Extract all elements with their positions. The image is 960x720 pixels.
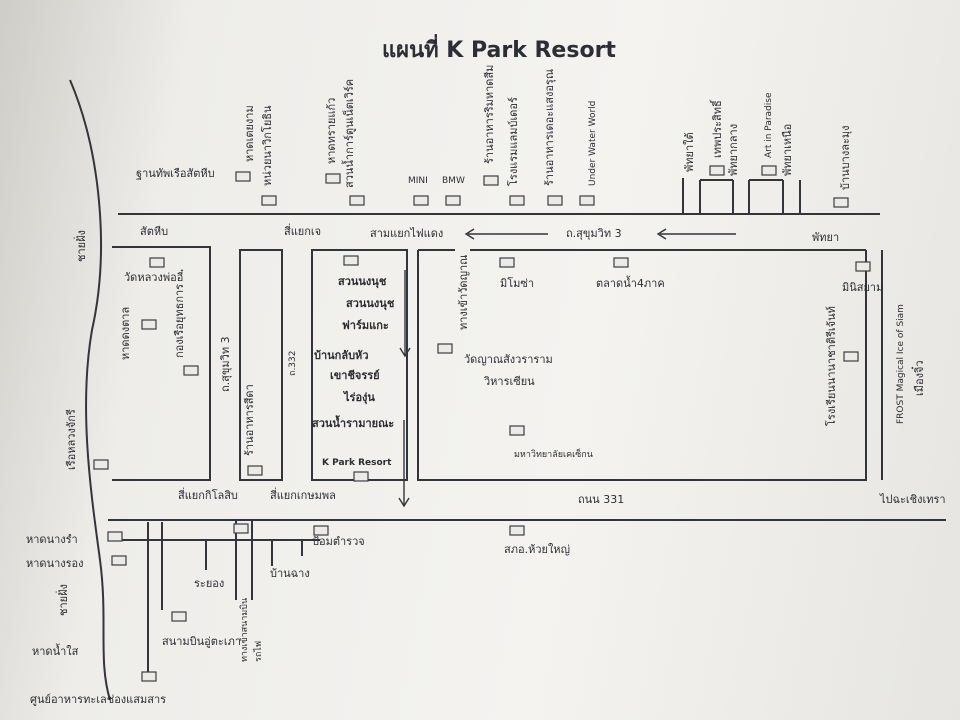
label-to-chachoengsao: ไปฉะเชิงเทรา (880, 493, 946, 506)
label-under-water-world: Under Water World (588, 100, 598, 186)
label-hat-nang-rong: หาดนางรอง (26, 557, 84, 570)
label-sam-yaek-fai-daeng: สามแยกไฟแดง (370, 227, 444, 240)
label-wat-yansang: วัดญาณสังวราราม (464, 353, 553, 366)
label-naval-base: ฐานทัพเรือสัตหีบ (136, 167, 215, 180)
label-suan-nong-nooch: สวนนงนุช (338, 275, 387, 288)
label-pattaya: พัทยา (812, 231, 840, 244)
label-si-yaek-kilo: สี่แยกกิโลสิบ (178, 489, 238, 502)
label-k-park-resort: K Park Resort (322, 458, 392, 468)
label-school: โรงเรียนนานาชาติรีเจ้นท์ (825, 306, 838, 426)
label-frost: FROST Magical Ice of Siam (896, 304, 906, 424)
label-pattaya-nuea: พัทยาเหนือ (781, 123, 794, 176)
label-mini-siam: มินิสยาม (842, 281, 884, 294)
label-wat-yan-entry: ทางเข้าวัดญาณ (457, 254, 470, 330)
label-pattaya-tai: พัทยาใต้ (683, 132, 696, 172)
label-water-park-2: สวนน้ำรามายณะ (312, 417, 395, 430)
label-si-yaek-kasem: สี่แยกเกษมพล (270, 489, 336, 502)
label-floating-market: ตลาดน้ำ4ภาค (596, 277, 665, 290)
label-seafood-center: ศูนย์อาหารทะเลช่องแสมสาร (30, 693, 167, 706)
coastline (69, 79, 111, 701)
label-hotel-1: โรงแรมแลมบ์เดอร์ (507, 97, 520, 186)
label-ban-bang-lamung: บ้านบางละมุง (839, 125, 852, 190)
label-hat-nam-sai: หาดน้ำใส (32, 645, 79, 658)
label-restaurant-sida: ร้านอาหารสีดา (243, 384, 256, 456)
label-mueang-jiw: เมืองจิ๋ว (913, 360, 926, 396)
label-sheep-farm: ฟาร์มแกะ (342, 319, 389, 332)
label-hat-sai-kaew: หาดทรายแก้ว (325, 97, 338, 164)
map-title: แผนที่ K Park Resort (382, 38, 616, 63)
label-sukhumvit3-vertical: ถ.สุขุมวิท 3 (219, 336, 232, 392)
label-navy-boats: เรือหลวงจักรี (65, 409, 78, 470)
label-sukhumvit3: ถ.สุขุมวิท 3 (566, 227, 622, 240)
label-rayong: ระยอง (194, 577, 225, 590)
label-suan-nong-nooch-2: สวนนงนุช (346, 297, 395, 310)
label-rail: รถไฟ (254, 640, 264, 662)
label-bmw: BMW (442, 176, 465, 186)
label-thep-prasit: เทพประสิทธิ์ (711, 100, 724, 158)
label-hat-nang-ram: หาดนางรำ (26, 533, 78, 546)
block-332 (239, 249, 283, 481)
label-si-yaek-je: สี่แยกเจ (284, 225, 322, 238)
label-wat-luang-pho: วัดหลวงพ่ออี๋ (124, 271, 184, 284)
label-road-332: ถ.332 (288, 350, 298, 377)
label-sea-top: ชายฝั่ง (75, 230, 88, 262)
label-restaurant-2: ร้านอาหารเดอะแสงอรุณ (543, 68, 556, 186)
label-hat-dong-tan: หาดดงตาล (119, 306, 132, 360)
label-police-box: ป้อมตำรวจ (312, 535, 365, 548)
label-mimosa: มิโมซ่า (500, 277, 535, 290)
label-sea-bottom: ชายฝั่ง (57, 584, 70, 616)
label-sattahip: สัตหีบ (140, 225, 169, 238)
label-restaurant-1: ร้านอาหารริมหาดสีม (483, 64, 496, 164)
label-mini: MINI (408, 176, 428, 186)
label-khao-chi-chan: เขาชีจรรย์ (330, 369, 380, 382)
label-vineyard: ไร่องุ่น (344, 391, 375, 404)
label-hat-toey-ngam: หาดเตยงาม (243, 105, 256, 162)
block-west (112, 246, 211, 481)
label-upside-down-house: บ้านกลับหัว (314, 349, 369, 362)
label-water-park: สวนน้ำการ์ตูนเน็ตเวิร์ค (343, 78, 356, 188)
label-ban-chang: บ้านฉาง (270, 567, 310, 580)
label-school-huai-yai: สภอ.ห้วยใหญ่ (504, 543, 570, 556)
label-art-in-paradise: Art in Paradise (764, 92, 774, 158)
label-fleet: กองเรือยุทธการ (173, 283, 186, 358)
label-airport-road: ทางเข้าสนามบิน (240, 597, 250, 662)
label-university: มหาวิทยาลัยเคเซ็กน (514, 450, 593, 460)
label-pattaya-klang: พัทยากลาง (727, 123, 740, 176)
label-viharn-sien: วิหารเซียน (484, 375, 535, 388)
block-east (417, 250, 867, 481)
label-marine-unit: หน่วยนาวิกโยธิน (261, 105, 274, 186)
label-road-331: ถนน 331 (578, 493, 625, 506)
label-u-tapao: สนามบินอู่ตะเภา (162, 635, 242, 648)
